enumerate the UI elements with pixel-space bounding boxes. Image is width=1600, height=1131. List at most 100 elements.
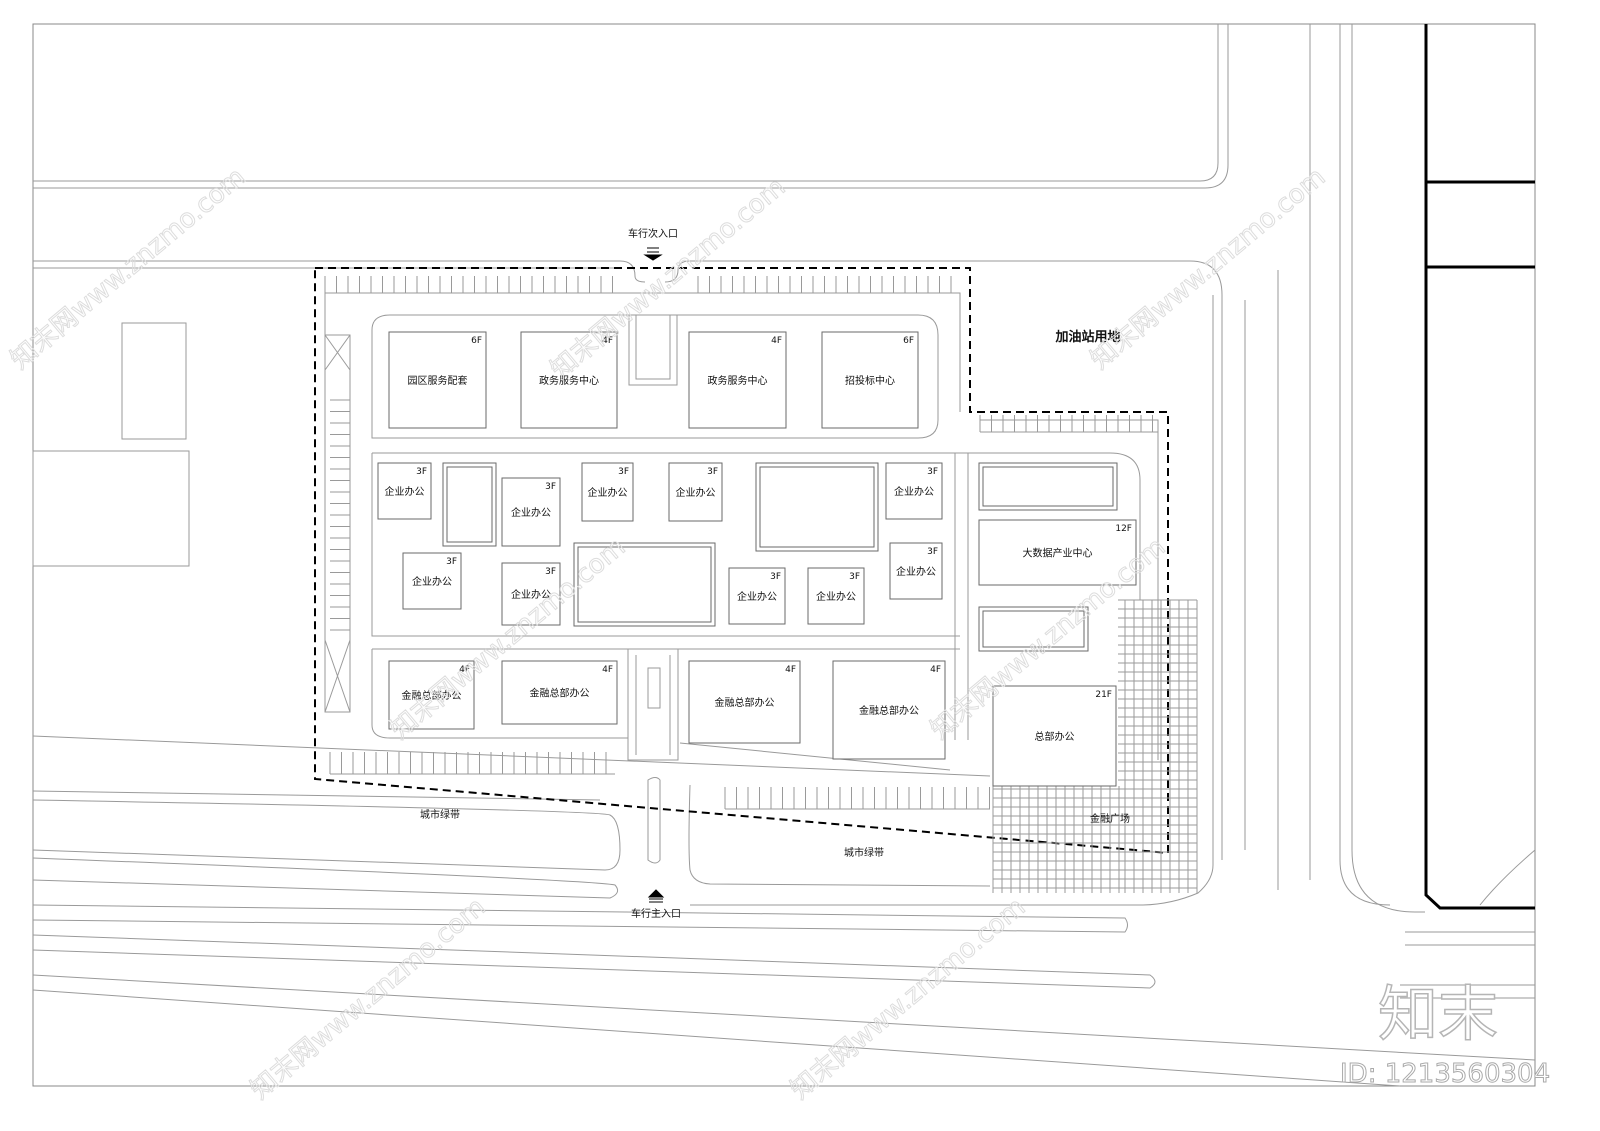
- building-floors: 3F: [446, 557, 457, 567]
- building: 企业办公 3F: [885, 462, 943, 520]
- courtyards: [442, 462, 1118, 652]
- building-label: 企业办公: [816, 590, 856, 603]
- buildings: 园区服务配套6F政务服务中心4F政务服务中心4F招投标中心6F企业办公3F企业办…: [377, 331, 1137, 787]
- building-footprint: [388, 331, 487, 429]
- building-footprint: [501, 660, 618, 725]
- building-floors: 12F: [1115, 524, 1132, 534]
- building-footprint: [377, 462, 432, 520]
- watermark-site: 知末网www.znzmo.com: [5, 162, 251, 375]
- gas-station-label: 加油站用地: [1054, 329, 1120, 345]
- building: 企业办公 3F: [581, 462, 634, 522]
- building: 企业办公 3F: [889, 542, 943, 600]
- building: 企业办公 3F: [501, 477, 561, 547]
- building-footprint: [821, 331, 919, 429]
- building-label: 企业办公: [588, 486, 628, 499]
- building-footprint: [885, 462, 943, 520]
- adjacent-block: [32, 450, 190, 567]
- building-floors: 3F: [770, 572, 781, 582]
- building: 企业办公 3F: [728, 567, 786, 625]
- building-label: 企业办公: [412, 575, 452, 588]
- finance-plaza-label: 金融广场: [1090, 812, 1130, 825]
- building: 企业办公 3F: [377, 462, 432, 520]
- finance-plaza-paving: [992, 599, 1198, 893]
- building-label: 企业办公: [896, 565, 936, 578]
- building-label: 企业办公: [676, 486, 716, 499]
- watermark-logo: 知末: [1378, 980, 1498, 1050]
- building-floors: 6F: [471, 336, 482, 346]
- building: 大数据产业中心 12F: [978, 519, 1137, 586]
- building-floors: 21F: [1095, 690, 1112, 700]
- watermark: 知末 ID: 1213560304 知末网www.znzmo.com 知末网ww…: [5, 162, 1551, 1106]
- building-footprint: [832, 660, 946, 760]
- building-footprint: [807, 567, 865, 625]
- building-label: 招投标中心: [845, 374, 895, 387]
- building-footprint: [668, 462, 723, 522]
- building-floors: 3F: [416, 467, 427, 477]
- watermark-id: ID: 1213560304: [1340, 1059, 1550, 1089]
- building-footprint: [581, 462, 634, 522]
- building-label: 企业办公: [385, 485, 425, 498]
- building-floors: 3F: [927, 467, 938, 477]
- building-label: 金融总部办公: [859, 704, 919, 717]
- building: 金融总部办公 4F: [832, 660, 946, 760]
- building-footprint: [889, 542, 943, 600]
- building: 企业办公 3F: [402, 552, 462, 610]
- building-label: 园区服务配套: [408, 374, 468, 387]
- building: 金融总部办公 4F: [688, 660, 801, 744]
- building-footprint: [728, 567, 786, 625]
- building-label: 金融总部办公: [715, 696, 775, 709]
- building-label: 企业办公: [737, 590, 777, 603]
- building-label: 金融总部办公: [530, 687, 590, 700]
- building: 招投标中心 6F: [821, 331, 919, 429]
- building-footprint: [688, 660, 801, 744]
- building-floors: 4F: [930, 665, 941, 675]
- green-belt-label: 城市绿带: [844, 846, 884, 859]
- building-floors: 4F: [771, 336, 782, 346]
- watermark-site: 知末网www.znzmo.com: [785, 892, 1031, 1105]
- building: 总部办公 21F: [992, 685, 1117, 787]
- building-footprint: [501, 562, 561, 626]
- building-floors: 3F: [545, 567, 556, 577]
- building: 政务服务中心 4F: [688, 331, 787, 429]
- building-floors: 3F: [927, 547, 938, 557]
- adjacent-parcel-boundary: [1424, 24, 1535, 910]
- building-floors: 4F: [602, 336, 613, 346]
- building-label: 总部办公: [1035, 730, 1075, 743]
- entrance-arrow-down-icon: [643, 247, 663, 261]
- internal-roads: [324, 292, 1159, 771]
- adjacent-block: [121, 322, 187, 440]
- building-label: 企业办公: [511, 506, 551, 519]
- building-label: 政务服务中心: [708, 374, 768, 387]
- building-floors: 3F: [618, 467, 629, 477]
- building-footprint: [501, 477, 561, 547]
- building-floors: 6F: [903, 336, 914, 346]
- building: 政务服务中心 4F: [520, 331, 618, 429]
- secondary-entrance-label: 车行次入口: [628, 227, 678, 240]
- building-floors: 4F: [785, 665, 796, 675]
- building: 企业办公 3F: [807, 567, 865, 625]
- building-floors: 4F: [459, 665, 470, 675]
- building-footprint: [978, 519, 1137, 586]
- building-floors: 3F: [849, 572, 860, 582]
- building-footprint: [688, 331, 787, 429]
- building-label: 企业办公: [894, 485, 934, 498]
- building-label: 企业办公: [511, 588, 551, 601]
- building-footprint: [992, 685, 1117, 787]
- site-boundary: [314, 267, 1169, 855]
- building-label: 政务服务中心: [539, 374, 599, 387]
- building-floors: 3F: [545, 482, 556, 492]
- parking-stalls: [324, 276, 1158, 810]
- entrance-arrow-up-icon: [647, 889, 665, 903]
- building-footprint: [520, 331, 618, 429]
- building: 园区服务配套 6F: [388, 331, 487, 429]
- main-entrance-label: 车行主入口: [631, 907, 681, 920]
- building-footprint: [402, 552, 462, 610]
- building-label: 大数据产业中心: [1023, 547, 1093, 560]
- watermark-site: 知末网www.znzmo.com: [1085, 162, 1331, 375]
- green-belt-label: 城市绿带: [420, 808, 460, 821]
